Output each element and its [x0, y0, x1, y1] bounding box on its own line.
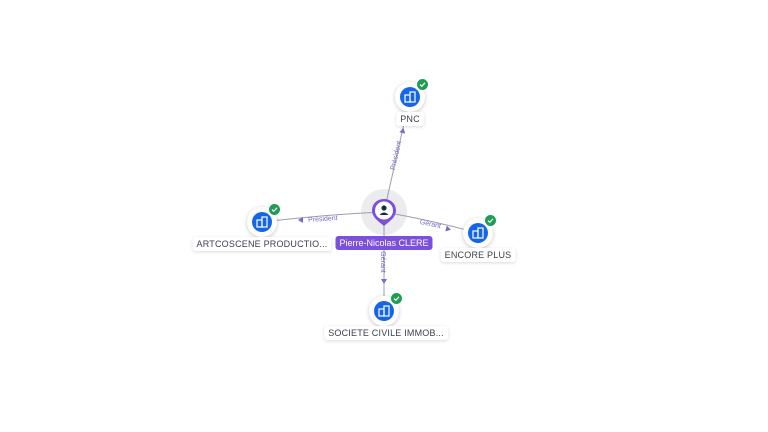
company-node-pnc[interactable]	[395, 78, 429, 112]
company-label-pnc[interactable]: PNC	[396, 112, 424, 126]
edge-label-artcoscene: Président	[308, 215, 338, 224]
company-label-encore-plus[interactable]: ENCORE PLUS	[440, 248, 516, 262]
edge-arrow-encore	[445, 225, 451, 232]
company-icon	[252, 212, 272, 232]
company-node-artcoscene[interactable]	[247, 203, 281, 237]
edge-label-encore: Gérant	[419, 219, 441, 230]
verified-check-icon	[416, 78, 429, 91]
edge-label-pnc: Président	[390, 140, 403, 170]
verified-check-icon	[390, 292, 403, 305]
company-icon	[374, 301, 394, 321]
person-icon	[379, 205, 389, 215]
verified-check-icon	[484, 214, 497, 227]
company-icon	[400, 87, 420, 107]
center-person-label[interactable]: Pierre-Nicolas CLERE	[335, 236, 433, 250]
edge-label-sci: Gérant	[379, 251, 386, 272]
company-node-societe-civile[interactable]	[369, 292, 403, 326]
company-label-artcoscene[interactable]: ARTCOSCENE PRODUCTIO...	[192, 237, 332, 251]
person-pin[interactable]	[369, 197, 399, 227]
edge-arrow-sci	[381, 279, 387, 284]
company-icon	[468, 223, 488, 243]
company-node-encore-plus[interactable]	[463, 214, 497, 248]
edge-arrow-artcoscene	[298, 217, 303, 223]
verified-check-icon	[268, 203, 281, 216]
company-label-societe-civile[interactable]: SOCIETE CIVILE IMMOB...	[324, 326, 448, 340]
edge-arrow-pnc	[399, 128, 406, 134]
